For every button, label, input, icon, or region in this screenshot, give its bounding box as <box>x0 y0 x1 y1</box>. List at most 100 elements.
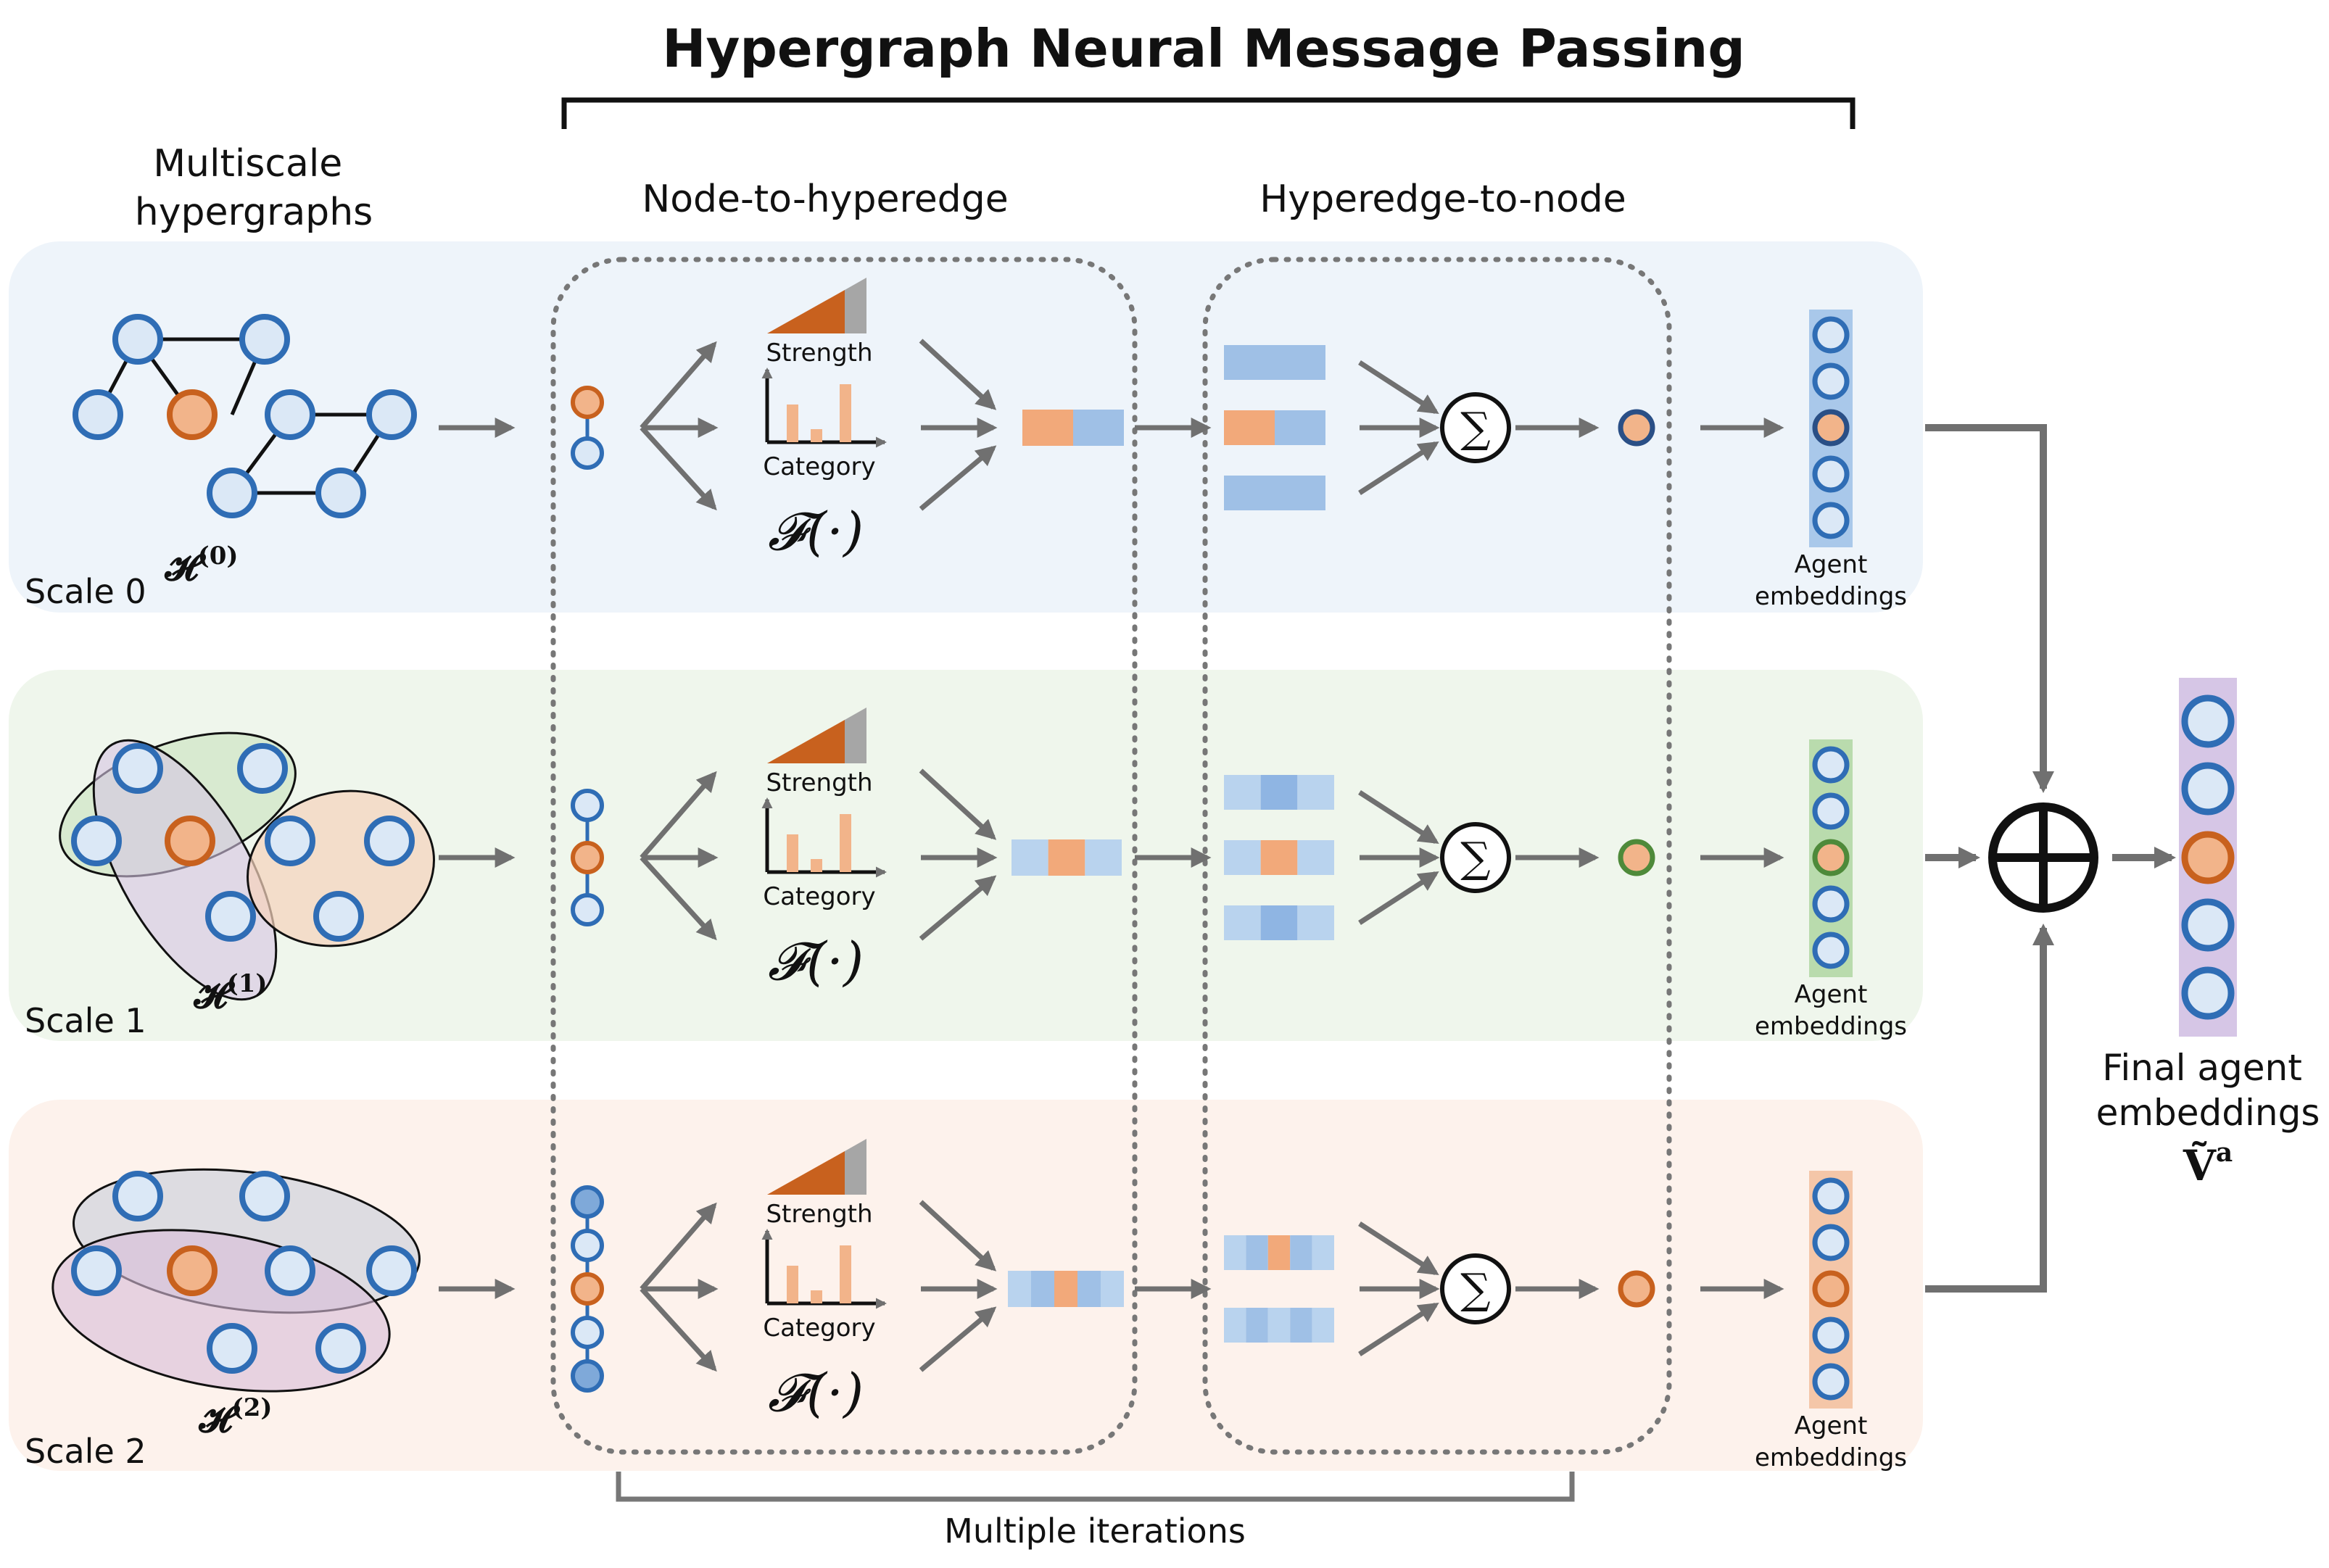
agent-embedding-node <box>1812 1224 1850 1261</box>
hyperedge-feature-cell <box>1012 839 1048 876</box>
scale-2-nodes <box>71 1171 417 1374</box>
chain-node <box>571 1316 604 1349</box>
category-bar <box>811 429 822 442</box>
scale-2-hypergraph-symbol: 𝓗(2) <box>199 1393 273 1440</box>
node-feature-cell <box>1224 476 1275 510</box>
node-feature-cell <box>1290 1308 1312 1343</box>
chain-node <box>571 386 604 419</box>
hyperedge-to-node-stage-box <box>1202 257 1672 1455</box>
node-feature-cell <box>1312 1308 1334 1343</box>
fan-in-arrow <box>919 768 997 840</box>
node-feature-cell <box>1224 775 1261 810</box>
node-feature-cell <box>1246 1308 1268 1343</box>
sum-in-arrow <box>1358 871 1439 925</box>
sum-in-arrow <box>1358 360 1439 415</box>
scale-2-label: Scale 2 <box>25 1432 146 1471</box>
oplus-icon <box>1988 802 2098 913</box>
category-bar <box>840 1245 851 1303</box>
diagram-title: Hypergraph Neural Message Passing <box>662 18 1745 79</box>
agent-embedding-node <box>1812 932 1850 969</box>
sum-symbol: ∑ <box>1460 1264 1490 1314</box>
chain-node <box>571 1229 604 1262</box>
node-feature-cell <box>1260 840 1298 875</box>
category-bar <box>787 405 798 442</box>
fan-in-arrow <box>919 1306 997 1372</box>
strength-triangle-gray <box>845 278 866 333</box>
agent-embedding-node <box>1812 746 1850 784</box>
scale-0-label: Scale 0 <box>25 572 146 611</box>
node-feature-cell <box>1224 1308 1246 1343</box>
strength-label: Strength <box>766 768 872 797</box>
sum-symbol: ∑ <box>1460 403 1490 452</box>
node-feature-cell <box>1297 840 1334 875</box>
node-to-hyperedge-stage-box <box>550 257 1138 1455</box>
final-embeddings: Final agent embeddings Ṽa <box>2096 678 2320 1190</box>
hyperedge-feature-cell <box>1073 410 1124 446</box>
node-feature-cell <box>1275 476 1325 510</box>
sum-icon <box>1440 822 1511 893</box>
chain-node <box>571 1272 604 1306</box>
chain-node <box>571 1185 604 1219</box>
function-label: 𝓕(·) <box>768 1362 864 1423</box>
sum-symbol: ∑ <box>1460 833 1490 882</box>
fan-in-arrow <box>919 339 997 410</box>
category-bar <box>840 814 851 872</box>
final-embeddings-symbol: Ṽa <box>2183 1137 2233 1190</box>
function-label: 𝓕(·) <box>768 501 864 562</box>
node-feature-cell <box>1224 345 1275 380</box>
fan-arrow <box>640 1202 717 1291</box>
sum-icon <box>1440 392 1511 463</box>
agent-embedding-node <box>1812 1177 1850 1215</box>
scale-2-row: 𝓗(2) Scale 2 <box>25 1168 421 1471</box>
strength-label: Strength <box>766 339 872 368</box>
agent-embedding-node <box>1812 839 1850 876</box>
hyperedge-feature-cell <box>1054 1271 1077 1307</box>
strength-triangle-orange <box>767 1151 845 1195</box>
node-feature-cell <box>1224 840 1261 875</box>
fan-in-arrow <box>919 1200 997 1272</box>
agent-embedding-node <box>1812 885 1850 923</box>
fan-arrow <box>640 1287 717 1372</box>
node-feature-cell <box>1224 410 1275 445</box>
chain-node <box>571 1359 604 1393</box>
node-feature-cell <box>1267 1308 1291 1343</box>
category-label: Category <box>763 452 875 481</box>
node-feature-cell <box>1224 905 1261 940</box>
strength-triangle-gray <box>845 1139 866 1195</box>
chain-node <box>571 893 604 926</box>
node-feature-cell <box>1275 345 1325 380</box>
node-feature-cell <box>1312 1235 1334 1270</box>
sum-in-arrow <box>1358 441 1439 495</box>
category-bar <box>787 834 798 872</box>
node-feature-cell <box>1267 1235 1291 1270</box>
agent-embedding-node <box>1812 792 1850 830</box>
strength-triangle-orange <box>767 720 845 763</box>
agent-embedding-node <box>1812 1363 1850 1401</box>
scale-0-nodes <box>73 314 417 518</box>
node-feature-cell <box>1246 1235 1268 1270</box>
scale-0-row: 𝓗(0) Scale 0 <box>25 314 417 611</box>
multiple-iterations-label: Multiple iterations <box>944 1511 1246 1551</box>
sum-icon <box>1440 1253 1511 1324</box>
title-bracket <box>561 97 1856 129</box>
node-feature-cell <box>1260 775 1298 810</box>
agent-embedding-node <box>1812 1270 1850 1308</box>
node-feature-cell <box>1275 410 1325 445</box>
function-label: 𝓕(·) <box>768 931 864 992</box>
fan-arrow <box>640 426 717 511</box>
node-feature-cell <box>1297 905 1334 940</box>
agent-embedding-node <box>1812 409 1850 447</box>
agent-embedding-node <box>1812 362 1850 400</box>
hyperedge-feature-cell <box>1031 1271 1054 1307</box>
final-embeddings-label: Final agent embeddings <box>2096 1047 2320 1134</box>
sum-in-arrow <box>1358 790 1439 845</box>
updated-node <box>1618 409 1655 447</box>
agent-embedding-node <box>1812 1316 1850 1354</box>
fan-arrow <box>640 341 717 430</box>
iterations-bracket <box>616 1472 1575 1502</box>
